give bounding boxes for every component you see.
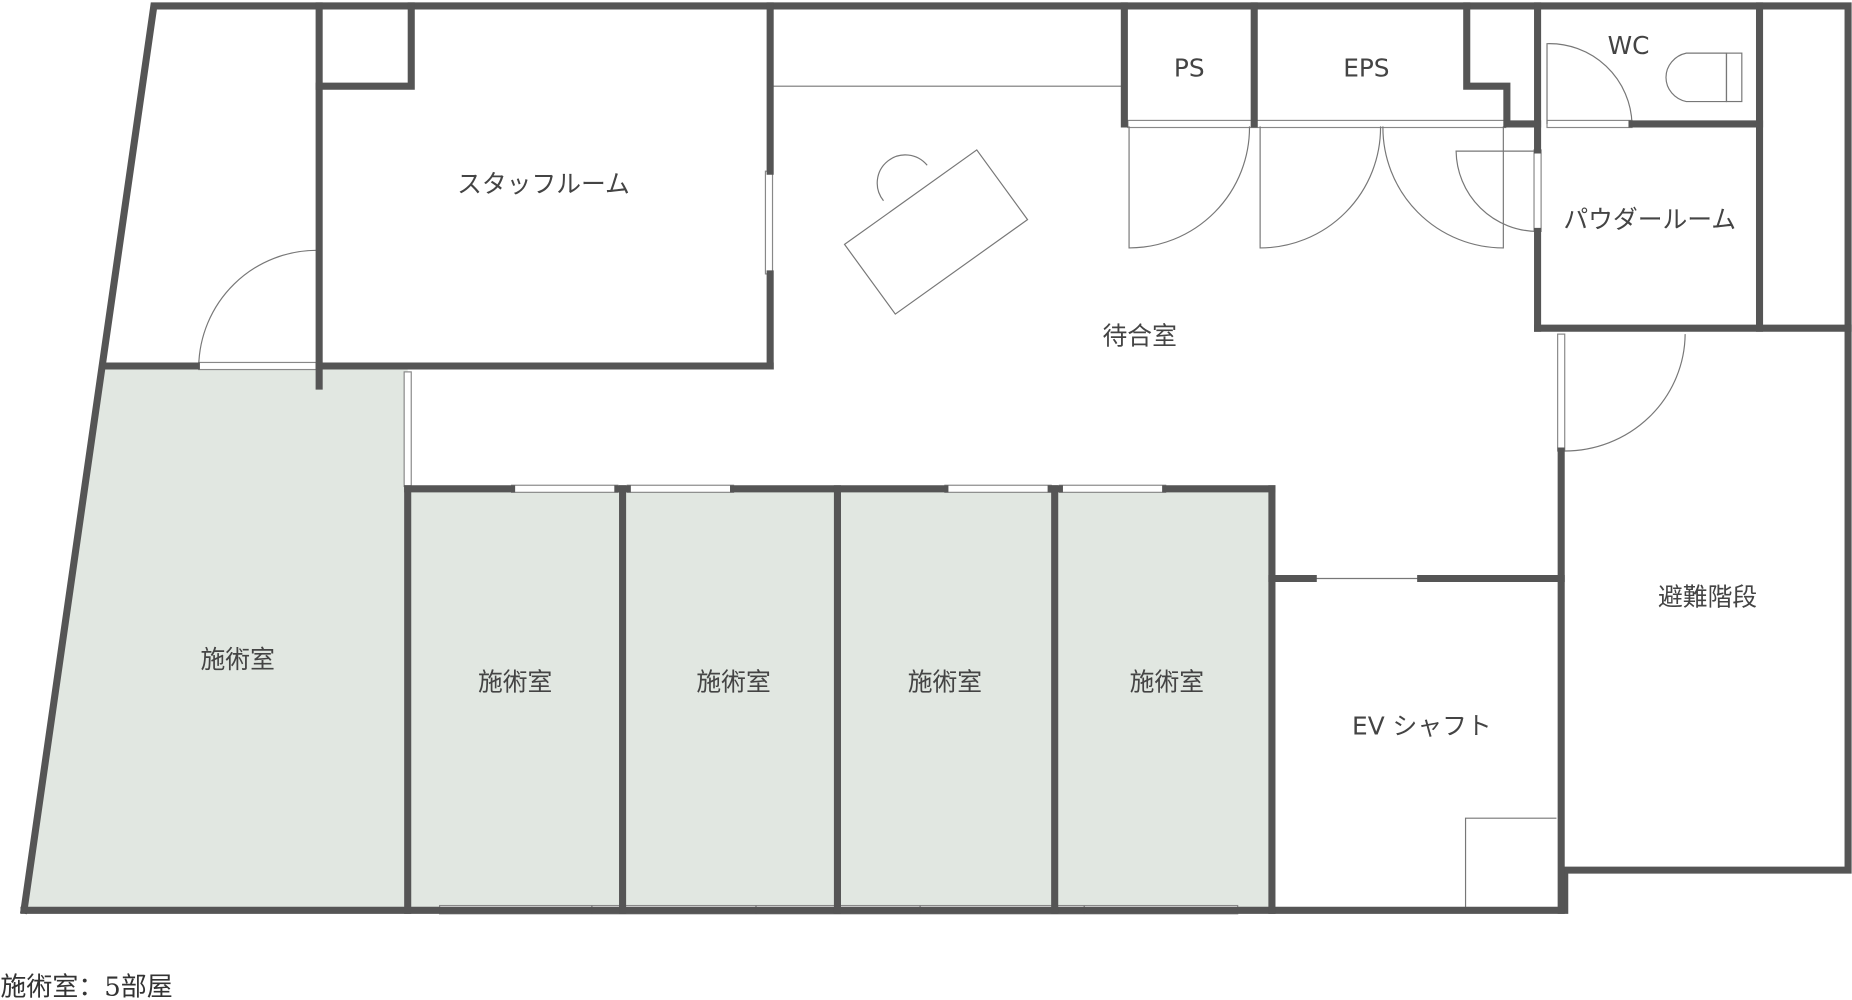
label-treatment-room: 施術室 <box>1130 668 1204 697</box>
label-evacuation-stairs: 避難階段 <box>1658 583 1757 612</box>
label-ps: PS <box>1174 54 1205 83</box>
label-treatment-room: 施術室 <box>908 668 982 697</box>
label-wc: WC <box>1608 31 1650 60</box>
label-ev-shaft: EV シャフト <box>1352 711 1492 740</box>
label-eps: EPS <box>1343 54 1389 83</box>
treatment-room-fills <box>23 369 1272 911</box>
label-treatment-room: 施術室 <box>478 668 552 697</box>
footnote: 施術室：5部屋 <box>0 972 172 1000</box>
door-swings <box>198 43 1686 452</box>
reception-desk <box>843 149 1029 315</box>
label-staff-room: スタッフルーム <box>457 169 630 198</box>
toilet-fixture <box>1665 52 1743 103</box>
label-treatment-room: 施術室 <box>201 645 275 674</box>
label-powder-room: パウダールーム <box>1563 205 1736 234</box>
room-labels: スタッフルーム 待合室 PS EPS WC パウダールーム 避難階段 EV シャ… <box>201 31 1758 740</box>
label-waiting-room: 待合室 <box>1103 322 1177 351</box>
walls <box>19 2 1852 915</box>
label-treatment-room: 施術室 <box>696 668 770 697</box>
